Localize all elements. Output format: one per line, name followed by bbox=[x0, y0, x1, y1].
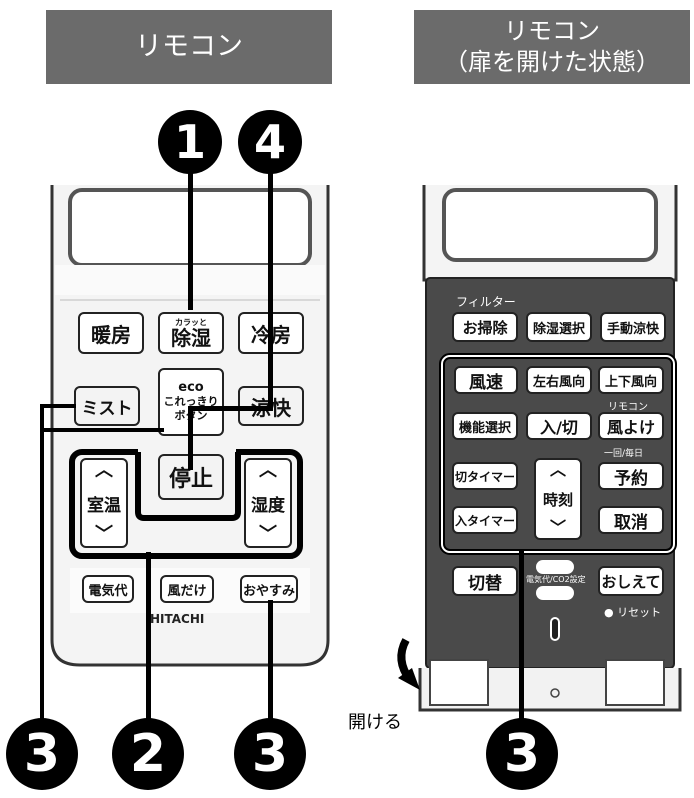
time-label: 時刻 bbox=[542, 490, 573, 509]
wind-only-label: 風だけ bbox=[167, 583, 207, 599]
open-label: 開ける bbox=[348, 712, 402, 733]
callout-line-4 bbox=[268, 150, 273, 408]
on-off-button[interactable]: 入/切 bbox=[526, 412, 592, 440]
fan-speed-button[interactable]: 風速 bbox=[454, 366, 518, 394]
heat-button-label: 暖房 bbox=[91, 322, 131, 347]
once-daily-label: 一回/毎日 bbox=[604, 449, 644, 459]
dehumid-button[interactable]: カラッと 除湿 bbox=[158, 312, 224, 354]
wind-avoid-label: 風よけ bbox=[606, 418, 655, 437]
left-remote-heading: リモコン bbox=[46, 10, 332, 84]
remocon-label: リモコン bbox=[608, 402, 648, 413]
stop-button-label: 停止 bbox=[168, 467, 213, 492]
lr-direction-button[interactable]: 左右風向 bbox=[526, 366, 592, 394]
chevron-up-icon[interactable]: ︿ bbox=[259, 460, 277, 481]
callout-2-badge: 2 bbox=[112, 718, 184, 790]
lr-direction-label: 左右風向 bbox=[532, 374, 585, 390]
clean-label: お掃除 bbox=[462, 318, 508, 337]
dehumid-button-label: 除湿 bbox=[171, 325, 211, 350]
on-off-label: 入/切 bbox=[540, 418, 578, 437]
heat-button[interactable]: 暖房 bbox=[78, 312, 144, 354]
manual-comfort-label: 手動涼快 bbox=[606, 321, 659, 337]
reset-button[interactable]: ● リセット bbox=[604, 606, 662, 619]
mist-button[interactable]: ミスト bbox=[74, 386, 140, 426]
eco-button-line2: これっきり bbox=[163, 395, 219, 408]
callout-line-4-v bbox=[188, 406, 193, 470]
callout-line-4-h bbox=[188, 406, 273, 411]
brand-logo: HITACHI bbox=[150, 612, 205, 626]
humidity-stepper[interactable]: ︿ 湿度 ﹀ bbox=[244, 458, 292, 548]
dehumid-sub-label: カラッと bbox=[175, 317, 207, 327]
reserve-button[interactable]: 予約 bbox=[598, 462, 664, 490]
eco-button-line1: eco bbox=[178, 380, 204, 395]
callout-line-3-right bbox=[519, 550, 524, 720]
callout-1-badge: 1 bbox=[158, 110, 222, 174]
callout-3-badge: 3 bbox=[6, 718, 78, 790]
ud-direction-label: 上下風向 bbox=[604, 374, 657, 390]
callout-line-1 bbox=[188, 150, 193, 310]
on-timer-button[interactable]: 入タイマー bbox=[452, 506, 518, 534]
time-stepper[interactable]: ︿ 時刻 ﹀ bbox=[534, 458, 582, 540]
chevron-down-icon[interactable]: ﹀ bbox=[549, 518, 566, 537]
teach-label: おしえて bbox=[601, 572, 661, 591]
room-temp-label: 室温 bbox=[87, 495, 121, 516]
chevron-down-icon[interactable]: ﹀ bbox=[259, 524, 277, 545]
filter-label: フィルター bbox=[456, 295, 516, 309]
callout-line-3b bbox=[40, 428, 164, 432]
reserve-label: 予約 bbox=[614, 468, 648, 489]
callout-line-2 bbox=[146, 552, 151, 722]
humidity-label: 湿度 bbox=[251, 495, 285, 516]
on-timer-label: 入タイマー bbox=[454, 513, 515, 528]
co2-setting-label: 電気代/CO2設定 bbox=[526, 575, 586, 584]
callout-3-badge: 3 bbox=[486, 718, 558, 790]
power-cost-label: 電気代 bbox=[88, 583, 128, 599]
switch-button[interactable]: 切替 bbox=[452, 566, 518, 596]
callout-line-3c bbox=[268, 600, 273, 720]
power-cost-button[interactable]: 電気代 bbox=[82, 575, 134, 603]
sleep-label: おやすみ bbox=[242, 583, 295, 599]
chevron-down-icon[interactable]: ﹀ bbox=[95, 524, 113, 545]
chevron-up-icon[interactable]: ︿ bbox=[549, 460, 566, 479]
manual-comfort-button[interactable]: 手動涼快 bbox=[600, 312, 666, 342]
dehumid-select-button[interactable]: 除湿選択 bbox=[526, 312, 592, 342]
right-remote-heading: リモコン （扉を開けた状態） bbox=[414, 10, 690, 84]
fan-speed-label: 風速 bbox=[469, 372, 503, 393]
callout-4-badge: 4 bbox=[238, 110, 302, 174]
ud-direction-button[interactable]: 上下風向 bbox=[598, 366, 664, 394]
callout-3-badge: 3 bbox=[234, 718, 306, 790]
callout-line-3a bbox=[40, 404, 76, 408]
room-temp-stepper[interactable]: ︿ 室温 ﹀ bbox=[80, 458, 128, 548]
wind-only-button[interactable]: 風だけ bbox=[160, 575, 214, 603]
off-timer-label: 切タイマー bbox=[454, 469, 515, 484]
callout-line-3a-v bbox=[40, 404, 44, 724]
cancel-button[interactable]: 取消 bbox=[598, 506, 664, 534]
clean-button[interactable]: お掃除 bbox=[452, 312, 518, 342]
switch-label: 切替 bbox=[468, 573, 502, 594]
cancel-label: 取消 bbox=[614, 512, 648, 533]
function-select-label: 機能選択 bbox=[458, 420, 511, 436]
mist-button-label: ミスト bbox=[81, 398, 133, 419]
right-remote-heading-line1: リモコン bbox=[504, 17, 600, 45]
dehumid-select-label: 除湿選択 bbox=[532, 321, 585, 337]
right-remote-heading-line2: （扉を開けた状態） bbox=[444, 48, 660, 76]
off-timer-button[interactable]: 切タイマー bbox=[452, 462, 518, 490]
function-select-button[interactable]: 機能選択 bbox=[452, 412, 518, 440]
chevron-up-icon[interactable]: ︿ bbox=[95, 460, 113, 481]
left-remote-heading-text: リモコン bbox=[135, 31, 243, 62]
teach-button[interactable]: おしえて bbox=[598, 566, 664, 596]
wind-avoid-button[interactable]: 風よけ bbox=[598, 412, 664, 440]
